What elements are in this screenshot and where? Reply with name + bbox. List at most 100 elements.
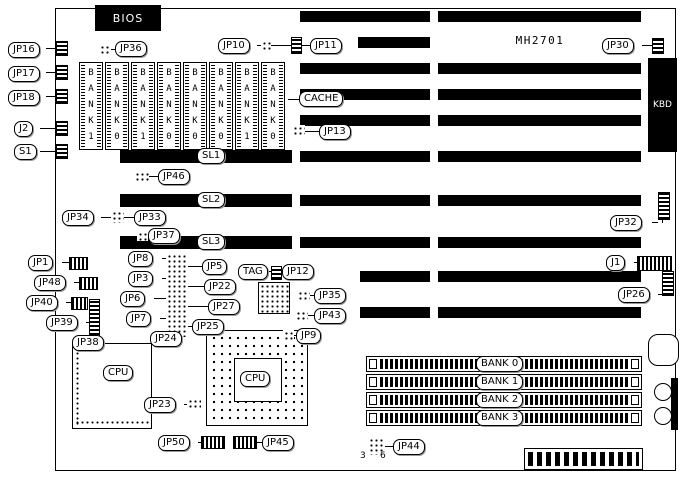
label-jp23: JP23	[144, 397, 176, 413]
label-jp3: JP3	[128, 271, 154, 287]
leader-line	[46, 96, 57, 97]
isa-slot-bar	[300, 115, 430, 126]
leader-line	[652, 222, 658, 223]
keyboard-connector-label: KBD	[652, 100, 672, 110]
jp18-connector-icon	[56, 89, 68, 104]
isa-slot-bar	[438, 271, 641, 282]
label-jp6: JP6	[120, 291, 146, 307]
jp26-connector-icon	[662, 271, 674, 296]
label-jp48: JP48	[34, 275, 66, 291]
leader-line	[308, 315, 314, 316]
label-jp11: JP11	[310, 38, 342, 54]
simm-socket-end-left	[369, 359, 377, 369]
chip-pins-right	[227, 65, 231, 147]
ram-chip-label: B A N K 1	[88, 68, 94, 142]
isa-slot-bar	[438, 115, 641, 126]
jp50-jumper-icon	[201, 436, 225, 449]
power-connector-pins	[528, 452, 639, 466]
ram-chip: B A N K 0	[183, 62, 207, 150]
label-jp43: JP43	[314, 308, 346, 324]
jp36-jumper-icon	[99, 44, 111, 54]
label-jp38: JP38	[72, 335, 104, 351]
isa-slot-bar	[300, 237, 430, 248]
ram-chip-label: B A N K 0	[218, 68, 224, 142]
jp35-jumper-icon	[297, 290, 310, 301]
jp16-connector-icon	[56, 41, 68, 56]
jp23-jumper-icon	[187, 398, 201, 410]
cpu-socket-label: CPU	[103, 365, 134, 381]
ram-chip: B A N K 0	[261, 62, 285, 150]
leader-line	[46, 72, 57, 73]
jp34-jp33-jumper-icon	[111, 210, 124, 223]
isa-slot-bar	[438, 307, 641, 318]
j1-connector-icon	[637, 256, 672, 271]
leader-line	[124, 217, 134, 218]
jp30-connector-icon	[652, 38, 664, 54]
leader-line	[101, 217, 111, 218]
isa-slot-bar	[358, 37, 430, 48]
isa-slot-bar	[360, 271, 430, 282]
leader-line	[198, 442, 202, 443]
jp32-connector-icon	[658, 192, 670, 220]
chip-pins-left	[159, 65, 163, 147]
chip-pins-left	[107, 65, 111, 147]
chip-pins-right	[201, 65, 205, 147]
leader-line	[385, 446, 393, 447]
leader-line	[658, 294, 663, 295]
chip-pins-left	[237, 65, 241, 147]
ram-chip-label: B A N K 1	[140, 68, 146, 142]
battery	[648, 334, 679, 366]
isa-slot-bar	[300, 63, 430, 74]
jp46-jumper-icon	[134, 171, 149, 181]
leader-line	[46, 48, 57, 49]
leader-line	[74, 282, 79, 283]
cpu-pga-socket	[206, 330, 308, 426]
label-jp37: JP37	[148, 228, 180, 244]
chip-pins-right	[253, 65, 257, 147]
leader-line	[160, 318, 166, 319]
leader-line	[662, 218, 663, 223]
bios-chip: BIOS	[95, 5, 161, 31]
leader-line	[310, 295, 314, 296]
keyboard-connector: KBD	[648, 58, 677, 152]
ram-chip-label: B A N K 0	[166, 68, 172, 142]
cpu-pga-label: CPU	[240, 371, 271, 387]
leader-line	[188, 326, 192, 327]
isa-slot-bar	[300, 11, 430, 22]
isa-slot-bar	[438, 89, 641, 100]
jp11-jumper-icon	[291, 37, 302, 54]
chip-pins-right	[149, 65, 153, 147]
jp43-jumper-icon	[295, 310, 308, 321]
jp44-pin-number-3: 3	[360, 451, 366, 461]
jp17-connector-icon	[56, 65, 68, 80]
label-jp22: JP22	[204, 279, 236, 295]
label-jp34: JP34	[62, 210, 94, 226]
port-bracket	[671, 378, 678, 430]
jp44-pin-number-6: 6	[380, 451, 386, 461]
ram-chip: B A N K 0	[157, 62, 181, 150]
leader-line	[271, 45, 291, 46]
isa-slot-bar	[438, 237, 641, 248]
label-sl1: SL1	[197, 148, 226, 164]
label-jp44: JP44	[393, 439, 425, 455]
leader-line	[300, 45, 310, 46]
label-jp32: JP32	[610, 215, 642, 231]
label-jp5: JP5	[202, 259, 228, 275]
leader-line	[305, 131, 319, 132]
label-sl2: SL2	[197, 192, 226, 208]
simm-socket-end-right	[631, 359, 639, 369]
label-jp16: JP16	[8, 42, 40, 58]
leader-line	[162, 278, 166, 279]
jp44-jumper-icon	[368, 437, 385, 455]
label-jp50: JP50	[158, 435, 190, 451]
label-j2: J2	[14, 121, 34, 137]
label-jp17: JP17	[8, 66, 40, 82]
label-cache: CACHE	[299, 91, 344, 107]
ram-chip: B A N K 1	[235, 62, 259, 150]
isa-slot-bar	[438, 195, 641, 206]
label-jp1: JP1	[28, 255, 54, 271]
bios-label: BIOS	[112, 11, 144, 25]
jp37-jumper-icon	[137, 231, 148, 241]
ram-chip: B A N K 0	[105, 62, 129, 150]
ram-chip-label: B A N K 1	[244, 68, 250, 142]
